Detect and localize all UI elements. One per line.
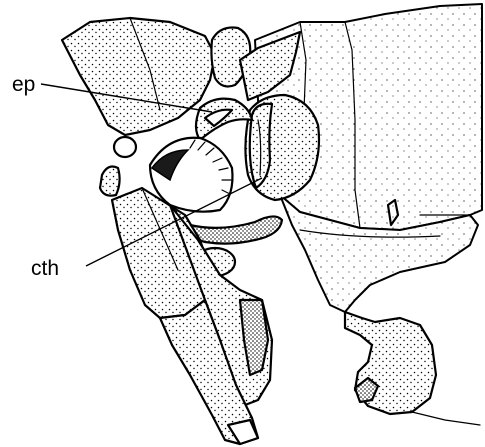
head-capsule: [62, 18, 215, 135]
label-ep: ep: [12, 73, 35, 96]
hook-process: [345, 312, 480, 425]
palp-tip: [100, 167, 120, 196]
dark-band: [190, 216, 282, 243]
label-cth: cth: [31, 257, 59, 280]
episternum: [196, 99, 252, 140]
white-knob: [114, 137, 136, 157]
